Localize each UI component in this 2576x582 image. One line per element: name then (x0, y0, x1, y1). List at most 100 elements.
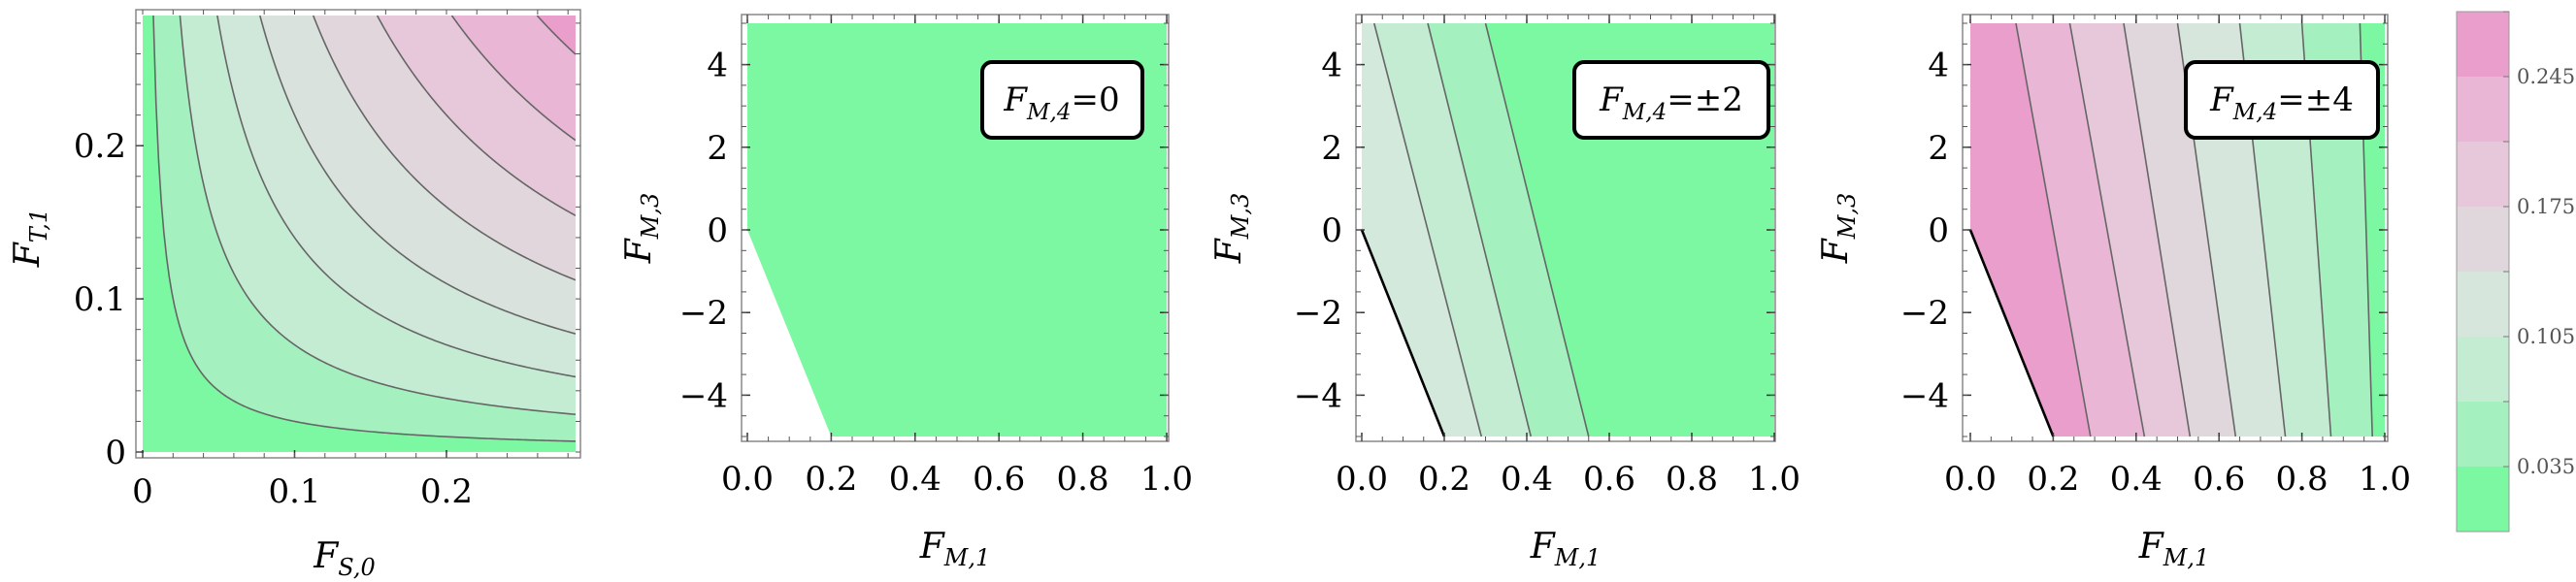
panel-c-contour-line (1427, 22, 1533, 437)
panel-d-contour-line (2068, 22, 2146, 437)
svg-text:FS,0: FS,0 (313, 536, 375, 581)
panel-a-contour-line (376, 16, 576, 216)
panel-c-band (1428, 23, 1589, 436)
panel-a-contour-line (216, 16, 576, 378)
panel-c-contours (1360, 22, 1590, 437)
panel-a-frame (135, 9, 581, 459)
panel-a-xtick-label: 0.2 (420, 472, 473, 511)
panel-d-xtick-label: 0.0 (1944, 460, 1997, 499)
panel-a-xlabel: FS,0 (313, 536, 375, 581)
panel-d-ylabel: FM,3 (1816, 193, 1861, 264)
panel-d-frame (1962, 14, 2389, 442)
panel-c-boundary-line (1360, 229, 1446, 437)
panel-d-ytick-label: −2 (1900, 294, 1949, 333)
svg-text:FM,3: FM,3 (619, 193, 664, 264)
panel-c-ylabel: FM,3 (1209, 193, 1254, 264)
panel-d-annotation: FM,4=±4 (2184, 60, 2380, 140)
panel-d-band (2015, 23, 2145, 436)
panel-d-ytick-label: −4 (1900, 376, 1949, 415)
colorbar-tick-label: 0.175 (2517, 195, 2575, 218)
panel-a-band (143, 16, 576, 452)
panel-a-ytick-label: 0.2 (74, 127, 126, 166)
panel-c-xtick-label: 0.8 (1666, 460, 1718, 499)
svg-text:FM,3: FM,3 (1816, 193, 1861, 264)
svg-text:FM,1: FM,1 (919, 527, 990, 571)
panel-c-annotation: FM,4=±2 (1572, 60, 1770, 140)
panel-a-contour-line (179, 16, 576, 416)
panel-c-xtick-label: 0.4 (1501, 460, 1553, 499)
colorbar-swatch (2457, 77, 2509, 142)
colorbar-swatch (2457, 142, 2509, 207)
panel-d-xtick-label: 0.2 (2027, 460, 2079, 499)
panel-b-annotation: FM,4=0 (980, 60, 1144, 140)
colorbar-tick-label: 0.035 (2517, 455, 2575, 478)
panel-c-xtick-label: 0.0 (1336, 460, 1388, 499)
panel-b-ylabel: FM,3 (619, 193, 664, 264)
colorbar-swatch (2457, 272, 2509, 337)
panel-a-contours (152, 16, 576, 442)
panel-c-xlabel: FM,1 (1530, 527, 1601, 571)
svg-text:FM,4=0: FM,4=0 (1003, 81, 1119, 125)
panel-d-ytick-label: 0 (1928, 211, 1949, 250)
panel-c-contour-line (1484, 22, 1590, 437)
panel-d-xtick-label: 1.0 (2359, 460, 2411, 499)
svg-text:FM,4=±4: FM,4=±4 (2209, 81, 2354, 125)
panel-a-contour-line (312, 16, 576, 281)
panel-d-xtick-label: 0.4 (2110, 460, 2163, 499)
svg-text:FT,1: FT,1 (8, 209, 52, 268)
panel-c-xtick-label: 0.2 (1418, 460, 1470, 499)
svg-text:FM,1: FM,1 (1530, 527, 1601, 571)
panel-b-xlabel: FM,1 (919, 527, 990, 571)
panel-a-field (143, 16, 576, 452)
panel-c-ytick-label: 0 (1321, 211, 1342, 250)
colorbar-swatch (2457, 402, 2509, 467)
svg-text:FM,3: FM,3 (1209, 193, 1254, 264)
panel-a-contour-line (536, 16, 576, 55)
panel-b-xtick-label: 0.2 (805, 460, 857, 499)
panel-b-xtick-label: 0.0 (721, 460, 774, 499)
panel-c-band (1362, 23, 1482, 436)
panel-a-xtick-label: 0.1 (268, 472, 320, 511)
colorbar-swatches (2456, 11, 2510, 533)
panel-b-frame (741, 14, 1170, 442)
panel-b-ytick-label: 4 (707, 47, 728, 85)
panel-a-contour-line (259, 16, 576, 335)
panel-c-xtick-label: 0.6 (1583, 460, 1635, 499)
panel-b-ytick-label: 0 (707, 211, 728, 250)
panel-a-band (143, 16, 576, 452)
panel-a-ytick-label: 0 (105, 434, 126, 472)
panel-b-xtick-label: 1.0 (1140, 460, 1193, 499)
panel-c-frame (1355, 14, 1776, 442)
panel-b-xtick-label: 0.4 (889, 460, 941, 499)
panel-a-contour-line (152, 16, 576, 442)
panel-b-xtick-label: 0.6 (973, 460, 1025, 499)
panel-c-ytick-label: −2 (1294, 294, 1342, 333)
colorbar-tick-label: 0.105 (2517, 325, 2575, 348)
svg-text:FM,1: FM,1 (2138, 527, 2209, 571)
panel-d-xtick-label: 0.8 (2276, 460, 2328, 499)
panel-a-ylabel: FT,1 (8, 209, 52, 268)
panel-d-field (1970, 23, 2385, 436)
panel-d-contour-line (2123, 22, 2192, 437)
panel-c-contour-line (1372, 22, 1483, 437)
panel-d-xlabel: FM,1 (2138, 527, 2209, 571)
panel-c-band (1373, 23, 1532, 436)
panel-b-ytick-label: −2 (679, 294, 728, 333)
panel-c-ytick-label: 4 (1321, 47, 1342, 85)
panel-b-ytick-label: 2 (707, 129, 728, 168)
panel-a-contour-line (450, 16, 576, 142)
panel-d-boundary-line (1968, 229, 2055, 437)
panel-d-xtick-label: 0.6 (2193, 460, 2245, 499)
panel-a-xtick-label: 0 (132, 472, 153, 511)
colorbar-swatch (2457, 337, 2509, 402)
